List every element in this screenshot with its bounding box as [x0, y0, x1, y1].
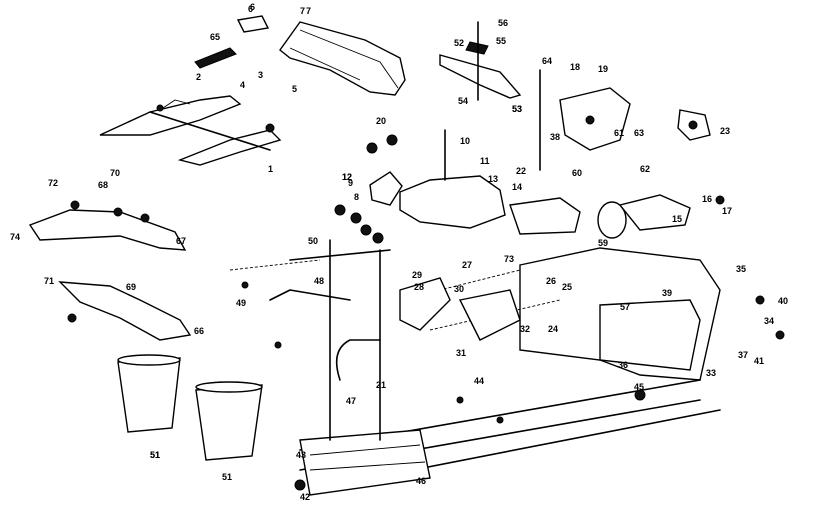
callout-21: 21	[376, 380, 386, 390]
label-blade: 53	[512, 104, 522, 114]
callout-52: 52	[454, 38, 464, 48]
callout-42: 42	[300, 492, 310, 502]
callout-49: 49	[236, 298, 246, 308]
callout-47: 47	[346, 396, 356, 406]
callout-40: 40	[778, 296, 788, 306]
callout-50: 50	[308, 236, 318, 246]
callout-10: 10	[460, 136, 470, 146]
callout-60: 60	[572, 168, 582, 178]
callout-16: 16	[702, 194, 712, 204]
callout-36: 36	[618, 360, 628, 370]
callout-20: 20	[376, 116, 386, 126]
callout-37: 37	[738, 350, 748, 360]
label-bag-left: 51	[150, 450, 160, 460]
callout-38: 38	[550, 132, 560, 142]
label-cover: 7	[300, 6, 305, 16]
callout-51: 51	[150, 450, 160, 460]
callout-69: 69	[126, 282, 136, 292]
main-frame	[229, 239, 721, 496]
callout-8: 8	[354, 192, 359, 202]
callout-31: 31	[456, 348, 466, 358]
callout-72: 72	[48, 178, 58, 188]
label-bag-right: 51	[222, 472, 232, 482]
top-clip-part: 6	[236, 4, 270, 33]
callout-19: 19	[598, 64, 608, 74]
callout-9: 9	[348, 178, 353, 188]
grass-bag-left: 51	[117, 354, 181, 460]
callout-25: 25	[562, 282, 572, 292]
left-bracket-assembly	[28, 200, 192, 341]
callout-28: 28	[414, 282, 424, 292]
callout-59: 59	[598, 238, 608, 248]
right-upper-assembly	[539, 69, 711, 171]
callout-6: 6	[250, 2, 255, 12]
callout-1: 1	[268, 164, 273, 174]
callout-18: 18	[570, 62, 580, 72]
callout-44: 44	[474, 376, 484, 386]
label-side: 12	[342, 172, 352, 182]
callout-15: 15	[672, 214, 682, 224]
callout-45: 45	[634, 382, 644, 392]
callout-67: 67	[176, 236, 186, 246]
callout-27: 27	[462, 260, 472, 270]
callout-17: 17	[722, 206, 732, 216]
cover-part: 7	[279, 6, 406, 96]
bolts	[241, 134, 785, 349]
callout-46: 46	[416, 476, 426, 486]
callout-34: 34	[764, 316, 774, 326]
callout-70: 70	[110, 168, 120, 178]
callout-54: 54	[458, 96, 468, 106]
callout-57: 57	[620, 302, 630, 312]
callout-12: 12	[342, 172, 352, 182]
callout-14: 14	[512, 182, 522, 192]
callout-56: 56	[498, 18, 508, 28]
callout-23: 23	[720, 126, 730, 136]
callout-3: 3	[258, 70, 263, 80]
callout-65: 65	[210, 32, 220, 42]
callout-63: 63	[634, 128, 644, 138]
callout-4: 4	[240, 80, 245, 90]
grass-bag-right: 51	[195, 381, 263, 482]
callout-74: 74	[10, 232, 20, 242]
callout-11: 11	[480, 156, 490, 166]
callout-2: 2	[196, 72, 201, 82]
callout-5: 5	[292, 84, 297, 94]
callout-62: 62	[640, 164, 650, 174]
callout-61: 61	[614, 128, 624, 138]
callout-43: 43	[296, 450, 306, 460]
callout-39: 39	[662, 288, 672, 298]
left-blade-assembly	[99, 47, 282, 166]
callout-68: 68	[98, 180, 108, 190]
callout-33: 33	[706, 368, 716, 378]
callout-53: 53	[512, 104, 522, 114]
callout-30: 30	[454, 284, 464, 294]
callout-48: 48	[314, 276, 324, 286]
callout-26: 26	[546, 276, 556, 286]
label-top-clip: 6	[248, 4, 253, 14]
callout-32: 32	[520, 324, 530, 334]
center-blade: 53	[439, 21, 522, 114]
callout-41: 41	[754, 356, 764, 366]
callout-55: 55	[496, 36, 506, 46]
callout-73: 73	[504, 254, 514, 264]
callout-66: 66	[194, 326, 204, 336]
callout-35: 35	[736, 264, 746, 274]
callout-7: 7	[306, 6, 311, 16]
callout-29: 29	[412, 270, 422, 280]
callout-64: 64	[542, 56, 552, 66]
callout-24: 24	[548, 324, 558, 334]
callout-71: 71	[44, 276, 54, 286]
callout-13: 13	[488, 174, 498, 184]
callout-22: 22	[516, 166, 526, 176]
discharge-chute: 12	[342, 129, 691, 239]
